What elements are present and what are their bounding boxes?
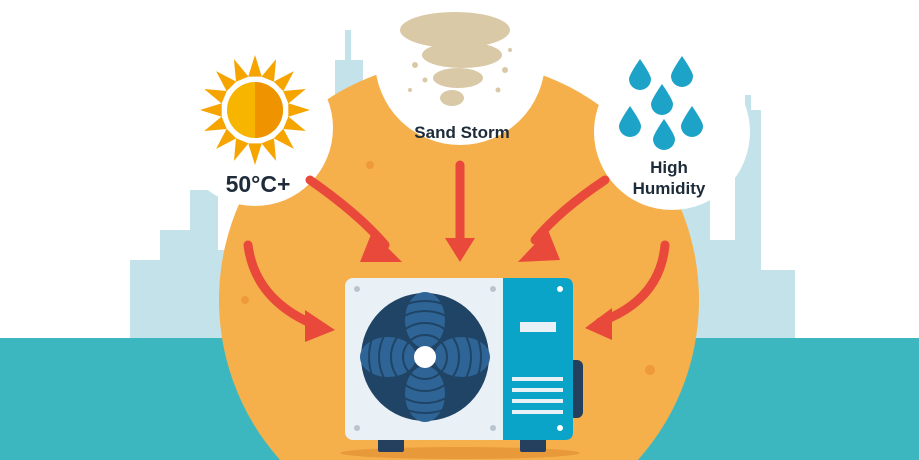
sun-ray xyxy=(248,143,262,165)
sun-ray xyxy=(273,128,294,149)
ac-outdoor-unit xyxy=(340,278,583,459)
sun-ray xyxy=(261,138,277,161)
water-drop xyxy=(651,84,673,115)
water-drop xyxy=(671,56,693,87)
water-drop xyxy=(681,106,703,137)
sun-icon xyxy=(200,55,310,165)
sandstorm-icon xyxy=(400,12,512,106)
sun-ray xyxy=(204,116,227,132)
heat-label: 50°C+ xyxy=(226,171,291,197)
sun-ray xyxy=(204,88,227,104)
sun-ray xyxy=(248,55,262,77)
sun-ray xyxy=(233,138,249,161)
water-drops-icon xyxy=(619,56,703,150)
sun-ray xyxy=(283,116,306,132)
fan-icon xyxy=(360,292,490,422)
water-drop xyxy=(619,106,641,137)
sun-ray xyxy=(288,103,310,117)
sandstorm-label: Sand Storm xyxy=(414,123,509,142)
humidity-label-line2: Humidity xyxy=(633,179,706,198)
sun-ray xyxy=(233,59,249,82)
sun-ray xyxy=(216,71,237,92)
arrow-heads xyxy=(305,230,612,342)
glow-dots xyxy=(241,161,655,375)
sun-ray xyxy=(216,128,237,149)
sun-ray xyxy=(273,71,294,92)
humidity-label-line1: High xyxy=(650,158,688,177)
water-drop xyxy=(653,119,675,150)
water-drop xyxy=(629,59,651,90)
sun-ray xyxy=(200,103,222,117)
impact-arrows xyxy=(243,160,670,330)
sun-ray xyxy=(283,88,306,104)
sun-ray xyxy=(261,59,277,82)
